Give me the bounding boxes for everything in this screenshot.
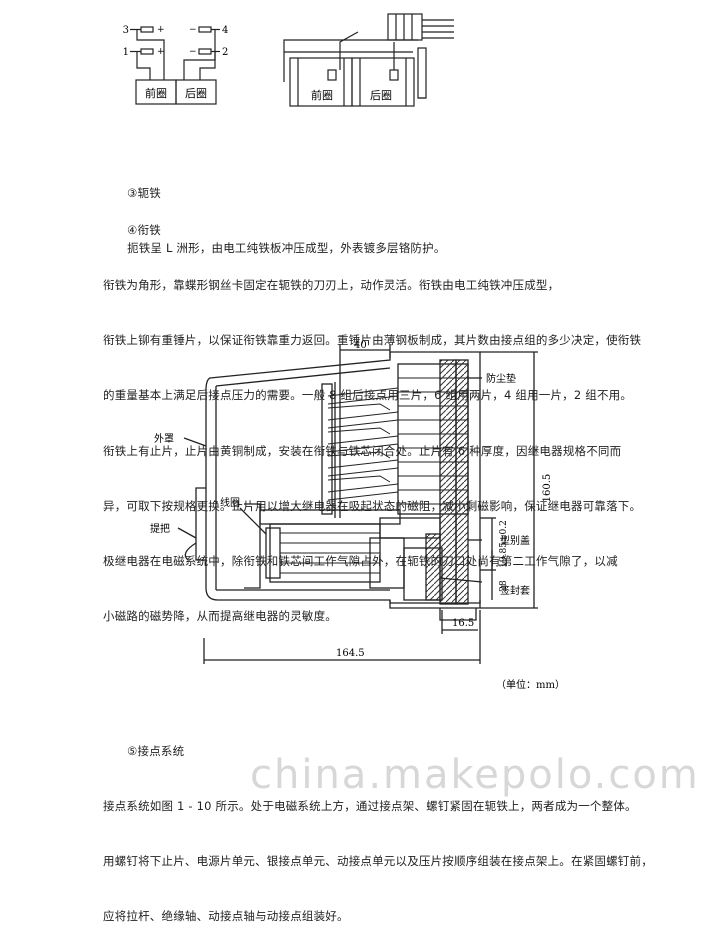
contact-line-1: 接点系统如图 1 - 10 所示。处于电磁系统上方，通过接点架、螺钉紧固在轭铁上… <box>103 799 637 814</box>
armature-line-6: 极继电器在电磁系统中，除衔铁和铁芯间工作气隙占外，在轭铁的刀口处尚有第二工作气隙… <box>103 554 618 569</box>
armature-line-4: 衔铁上有止片，止片由黄铜制成，安装在衔铁与铁芯闭合处。止片有 6 种厚度，因继电… <box>103 443 622 458</box>
contact-line-2: 用螺钉将下止片、电源片单元、银接点单元、动接点单元以及压片按顺序组装在接点架上。… <box>103 854 653 869</box>
section-armature: ④衔铁 衔铁为角形，靠蝶形钢丝卡固定在轭铁的刀刃上，动作灵活。衔铁由电工纯铁冲压… <box>103 184 642 644</box>
minus-sign-b: − <box>189 47 197 57</box>
minus-sign-a: − <box>189 25 197 35</box>
armature-line-3: 的重量基本上满足后接点压力的需要。一般 8 组后接点用三片，6 组用两片，4 组… <box>103 388 633 403</box>
section-contact-system: ⑤接点系统 接点系统如图 1 - 10 所示。处于电磁系统上方，通过接点架、螺钉… <box>103 705 653 944</box>
assembly-rear-coil-label: 后圈 <box>370 89 392 102</box>
dim-160-5: 160.5 <box>542 474 553 503</box>
section-armature-heading: ④衔铁 <box>127 222 161 237</box>
label-dust-pad: 防尘垫 <box>486 372 516 385</box>
contact-line-3: 应将拉杆、绝缘轴、动接点轴与动接点组装好。 <box>103 909 349 924</box>
coil-assembly-drawing: 前圈 后圈 <box>283 13 454 107</box>
armature-line-5: 异，可取下按规格更换。止片用以增大继电器在吸起状态的磁阻，减小剩磁影响，保证继电… <box>103 498 642 513</box>
label-seal-sleeve: 签封套 <box>500 584 530 597</box>
label-handle: 提把 <box>150 522 170 535</box>
armature-line-7: 小磁路的磁势降，从而提高继电器的灵敏度。 <box>103 609 337 624</box>
watermark: china.makepolo.com <box>250 752 700 798</box>
section-yoke: ③轭铁 扼铁呈 L 洲形，由电工纯铁板冲压成型，外表镀多层铬防护。 <box>103 147 613 276</box>
label-coil: 线圈 <box>220 496 240 509</box>
terminal-4-label: 4 <box>222 25 228 36</box>
unit-note: （单位：mm） <box>496 678 565 690</box>
coil-wiring-schematic: 3 1 + + − − 4 2 前圈 后圈 <box>123 25 228 105</box>
plus-sign-b: + <box>157 47 165 57</box>
front-coil-label: 前圈 <box>145 86 167 100</box>
terminal-2-label: 2 <box>222 47 228 58</box>
plus-sign-a: + <box>157 25 165 35</box>
section-yoke-text: 扼铁呈 L 洲形，由电工纯铁板冲压成型，外表镀多层铬防护。 <box>127 241 446 256</box>
label-type-cover: 型别盖 <box>500 534 530 547</box>
terminal-1-label: 1 <box>123 47 129 58</box>
dim-164-5: 164.5 <box>336 648 365 659</box>
dim-19-85: 19.85±0.2 <box>499 520 509 568</box>
relay-cross-section-drawing: 40 防尘垫 外罩 提把 线圈 160.5 19.85±0.2 型别盖 28 签… <box>150 340 565 690</box>
dim-16-5: 16.5 <box>452 618 474 629</box>
dim-28: 28 <box>499 580 509 592</box>
assembly-front-coil-label: 前圈 <box>311 88 333 102</box>
section-yoke-heading: ③轭铁 <box>127 185 161 200</box>
terminal-3-label: 3 <box>123 25 129 36</box>
rear-coil-label: 后圈 <box>185 87 207 100</box>
section-contact-heading: ⑤接点系统 <box>127 743 185 758</box>
armature-line-1: 衔铁为角形，靠蝶形钢丝卡固定在轭铁的刀刃上，动作灵活。衔铁由电工纯铁冲压成型， <box>103 278 560 293</box>
dim-40: 40 <box>354 340 367 351</box>
label-outer-cover: 外罩 <box>154 433 174 445</box>
armature-line-2: 衔铁上铆有重锤片，以保证衔铁靠重力返回。重锤片由薄钢板制成，其片数由接点组的多少… <box>103 333 642 348</box>
